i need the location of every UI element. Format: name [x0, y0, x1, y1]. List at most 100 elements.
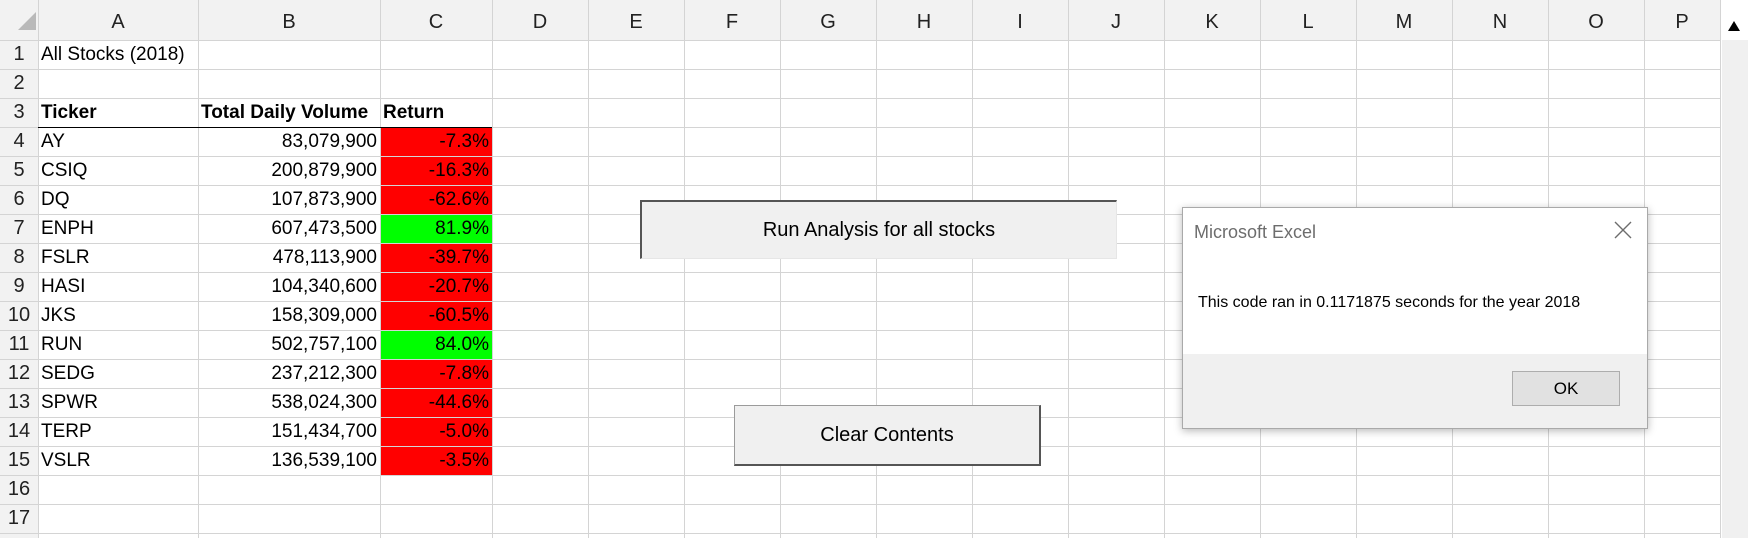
return-cell-fill: [380, 127, 492, 156]
column-header[interactable]: D: [532, 10, 548, 33]
ticker-cell[interactable]: VSLR: [41, 449, 91, 471]
volume-cell[interactable]: 538,024,300: [271, 391, 377, 413]
row-header[interactable]: 3: [13, 101, 25, 123]
volume-cell[interactable]: 502,757,100: [271, 333, 377, 355]
gridline-vertical: [1720, 0, 1721, 538]
return-cell-fill: [380, 156, 492, 185]
column-header[interactable]: P: [1675, 10, 1689, 33]
row-header[interactable]: 4: [13, 130, 25, 152]
gridline-vertical: [780, 0, 781, 538]
row-header[interactable]: 11: [8, 333, 30, 355]
ticker-cell[interactable]: RUN: [41, 333, 83, 355]
ticker-cell[interactable]: JKS: [41, 304, 76, 326]
ok-button[interactable]: OK: [1512, 371, 1620, 406]
return-cell[interactable]: -20.7%: [428, 275, 489, 297]
ticker-cell[interactable]: SPWR: [41, 391, 98, 413]
column-header[interactable]: K: [1205, 10, 1219, 33]
volume-cell[interactable]: 607,473,500: [271, 217, 377, 239]
column-header[interactable]: H: [916, 10, 932, 33]
column-header[interactable]: C: [428, 10, 444, 33]
column-header[interactable]: N: [1492, 10, 1508, 33]
header-total-daily-volume[interactable]: Total Daily Volume: [201, 101, 369, 123]
volume-cell[interactable]: 158,309,000: [271, 304, 377, 326]
return-cell[interactable]: -5.0%: [439, 420, 489, 442]
return-cell[interactable]: -3.5%: [439, 449, 489, 471]
gridline-vertical: [1068, 0, 1069, 538]
gridline-horizontal: [0, 301, 1720, 302]
gridline-horizontal: [0, 475, 1720, 476]
column-header[interactable]: M: [1395, 10, 1413, 33]
row-header[interactable]: 2: [13, 72, 25, 94]
row-header[interactable]: 5: [13, 159, 25, 181]
return-cell[interactable]: 84.0%: [435, 333, 489, 355]
row-header[interactable]: 7: [13, 217, 25, 239]
volume-cell[interactable]: 151,434,700: [271, 420, 377, 442]
row-header[interactable]: 16: [7, 478, 31, 500]
gridline-vertical: [684, 0, 685, 538]
column-header[interactable]: I: [1017, 10, 1023, 33]
scroll-up-arrow-icon[interactable]: [1720, 12, 1748, 40]
volume-cell[interactable]: 107,873,900: [271, 188, 377, 210]
gridline-vertical: [588, 0, 589, 538]
row-header[interactable]: 13: [7, 391, 31, 413]
return-cell[interactable]: -62.6%: [428, 188, 489, 210]
row-header[interactable]: 9: [13, 275, 25, 297]
return-cell[interactable]: -60.5%: [428, 304, 489, 326]
ticker-cell[interactable]: SEDG: [41, 362, 95, 384]
title-cell[interactable]: All Stocks (2018): [41, 43, 185, 65]
vertical-scrollbar-track[interactable]: [1722, 40, 1748, 538]
ticker-cell[interactable]: FSLR: [41, 246, 90, 268]
volume-cell[interactable]: 478,113,900: [272, 246, 377, 268]
header-ticker[interactable]: Ticker: [41, 101, 97, 123]
return-cell[interactable]: -7.3%: [439, 130, 489, 152]
column-header[interactable]: O: [1588, 10, 1604, 33]
column-header[interactable]: F: [725, 10, 739, 33]
ticker-cell[interactable]: AY: [41, 130, 65, 152]
volume-cell[interactable]: 237,212,300: [271, 362, 377, 384]
ticker-cell[interactable]: ENPH: [41, 217, 94, 239]
column-header[interactable]: G: [820, 10, 836, 33]
return-cell-fill: [380, 388, 492, 417]
return-cell[interactable]: -44.6%: [428, 391, 489, 413]
row-header[interactable]: 15: [7, 449, 31, 471]
column-header[interactable]: L: [1302, 10, 1314, 33]
gridline-horizontal: [0, 504, 1720, 505]
gridline-horizontal: [0, 40, 1720, 41]
gridline-vertical: [198, 0, 199, 538]
return-cell[interactable]: -7.8%: [439, 362, 489, 384]
select-all-corner[interactable]: [18, 12, 36, 30]
ticker-cell[interactable]: TERP: [41, 420, 92, 442]
row-header[interactable]: 1: [13, 43, 25, 65]
volume-cell[interactable]: 104,340,600: [271, 275, 377, 297]
column-header[interactable]: A: [111, 10, 125, 33]
row-header[interactable]: 10: [7, 304, 31, 326]
row-header[interactable]: 8: [13, 246, 25, 268]
ticker-cell[interactable]: CSIQ: [41, 159, 88, 181]
row-header[interactable]: 14: [7, 420, 31, 442]
column-header[interactable]: J: [1111, 10, 1121, 33]
row-header[interactable]: 12: [7, 362, 31, 384]
gridline-horizontal: [0, 388, 1720, 389]
gridline-horizontal: [0, 533, 1720, 534]
return-cell[interactable]: -39.7%: [428, 246, 489, 268]
return-cell-fill: [380, 330, 492, 359]
clear-contents-button[interactable]: Clear Contents: [734, 405, 1041, 466]
header-return[interactable]: Return: [383, 101, 445, 123]
row-header[interactable]: 17: [7, 507, 31, 529]
ticker-cell[interactable]: HASI: [41, 275, 86, 297]
return-cell[interactable]: 81.9%: [435, 217, 489, 239]
return-cell-fill: [380, 272, 492, 301]
return-cell-fill: [380, 446, 492, 475]
volume-cell[interactable]: 83,079,900: [281, 130, 377, 152]
volume-cell[interactable]: 136,539,100: [271, 449, 377, 471]
column-header[interactable]: E: [629, 10, 643, 33]
run-analysis-button[interactable]: Run Analysis for all stocks: [640, 200, 1117, 259]
ticker-cell[interactable]: DQ: [41, 188, 70, 210]
close-icon[interactable]: [1609, 216, 1637, 244]
return-cell[interactable]: -16.3%: [428, 159, 489, 181]
gridline-horizontal: [0, 185, 1720, 186]
volume-cell[interactable]: 200,879,900: [271, 159, 377, 181]
column-header[interactable]: B: [282, 10, 296, 33]
row-header[interactable]: 6: [13, 188, 25, 210]
